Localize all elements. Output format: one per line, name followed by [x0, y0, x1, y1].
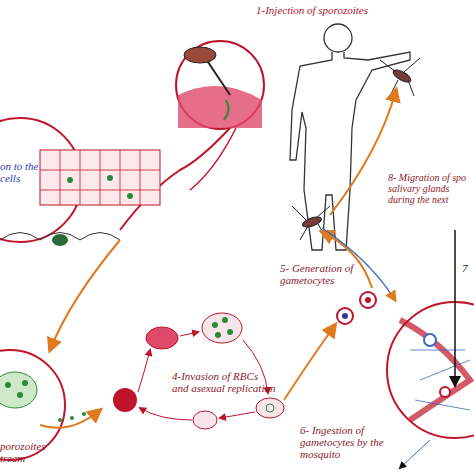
step-label: 7: [462, 262, 474, 274]
liver-cells: [0, 118, 160, 246]
mosquito-gut-zoom: [387, 230, 474, 468]
step-label: 8- Migration of spo salivary glands duri…: [388, 172, 474, 205]
step-label: on to the cells: [0, 160, 52, 184]
rbc-cycle: [113, 313, 335, 429]
mosquito: [292, 58, 420, 240]
step-label: 5- Generation of gametocytes: [280, 262, 370, 286]
step-label: 4-Invasion of RBCs and asexual replicati…: [172, 370, 276, 394]
gametocytes: [322, 90, 396, 324]
step-label: 6- Ingestion of gametocytes by the mosqu…: [300, 424, 400, 460]
human-figure: [290, 24, 410, 250]
step-label: porozoites tream: [0, 440, 56, 464]
cycle-arrow: [50, 240, 120, 350]
step-label: 1-Injection of sporozoites: [256, 4, 416, 16]
